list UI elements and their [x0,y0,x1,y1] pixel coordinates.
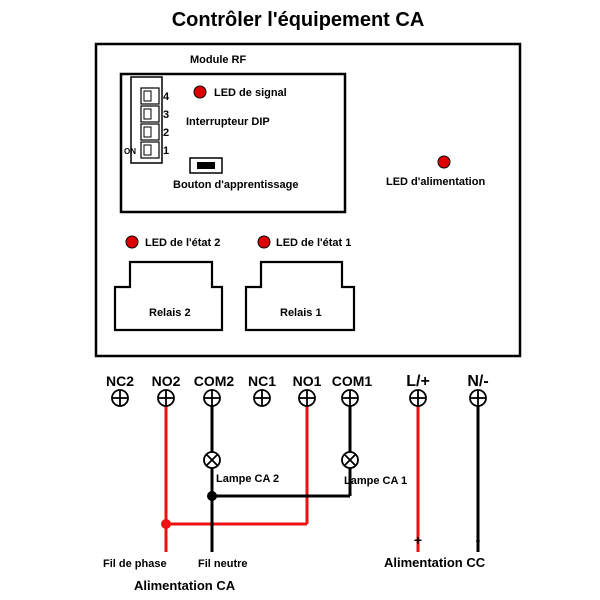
neutral-wire [210,404,480,552]
dip-switch: 4 3 2 1 ON [124,76,170,164]
neutral-wire-label: Fil neutre [198,558,248,570]
dip-number-1: 1 [163,145,169,157]
dip-number-3: 3 [163,109,169,121]
dip-number-4: 4 [163,91,170,103]
terminal-com2-screw-icon [203,389,221,407]
state-1-led-label: LED de l'état 1 [276,237,351,249]
terminal-label-com1: COM1 [332,373,373,389]
relay-2-icon [113,260,224,332]
neutral-junction [207,491,217,501]
diagram-title: Contrôler l'équipement CA [172,9,425,31]
terminal-label-no1: NO1 [293,373,322,389]
signal-led-label: LED de signal [214,87,287,99]
relay-1-label: Relais 1 [280,307,322,319]
terminal-label-l-plus: L/+ [406,373,430,390]
ac-supply-label: Alimentation CA [134,578,236,593]
terminal-no1-screw-icon [298,389,316,407]
terminal-label-n-minus: N/- [467,373,488,390]
lamp-1-label: Lampe CA 1 [344,475,407,487]
dip-slot-4 [140,87,160,105]
rf-module-box [119,72,347,214]
learn-button-label: Bouton d'apprentissage [173,179,298,191]
dip-switch-label: Interrupteur DIP [186,116,270,128]
dip-on-label: ON [124,147,136,156]
module-rf-label: Module RF [190,54,246,66]
relay-1-icon [244,260,356,332]
terminal-n-minus-screw-icon [469,389,487,407]
dc-supply-label: Alimentation CC [384,555,486,570]
state-1-led-icon [257,235,271,249]
terminal-nc1-screw-icon [253,389,271,407]
dc-minus-sign: - [476,532,481,548]
terminal-l-plus-screw-icon [409,389,427,407]
dip-slot-3 [140,105,160,123]
signal-led-icon [193,85,207,99]
dip-slot-2 [140,123,160,141]
dip-slot-1 [140,141,160,159]
dip-switch-body [130,76,163,164]
lamp-1-icon [341,451,359,469]
terminal-label-nc1: NC1 [248,373,276,389]
state-2-led-label: LED de l'état 2 [145,237,220,249]
lamp-2-label: Lampe CA 2 [216,473,279,485]
power-led-label: LED d'alimentation [386,176,485,188]
state-2-led-icon [125,235,139,249]
terminal-label-no2: NO2 [152,373,181,389]
terminal-label-com2: COM2 [194,373,235,389]
learn-button-icon [189,157,223,174]
dip-number-2: 2 [163,127,169,139]
dc-plus-sign: + [414,532,422,548]
relay-2-label: Relais 2 [149,307,191,319]
terminal-nc2-screw-icon [111,389,129,407]
power-led-icon [437,155,451,169]
phase-wire-label: Fil de phase [103,558,167,570]
terminal-label-nc2: NC2 [106,373,134,389]
lamp-2-icon [203,451,221,469]
terminal-no2-screw-icon [157,389,175,407]
controller-enclosure [94,42,522,358]
phase-junction [161,519,171,529]
terminal-com1-screw-icon [341,389,359,407]
terminal-screw-icons [111,389,487,407]
